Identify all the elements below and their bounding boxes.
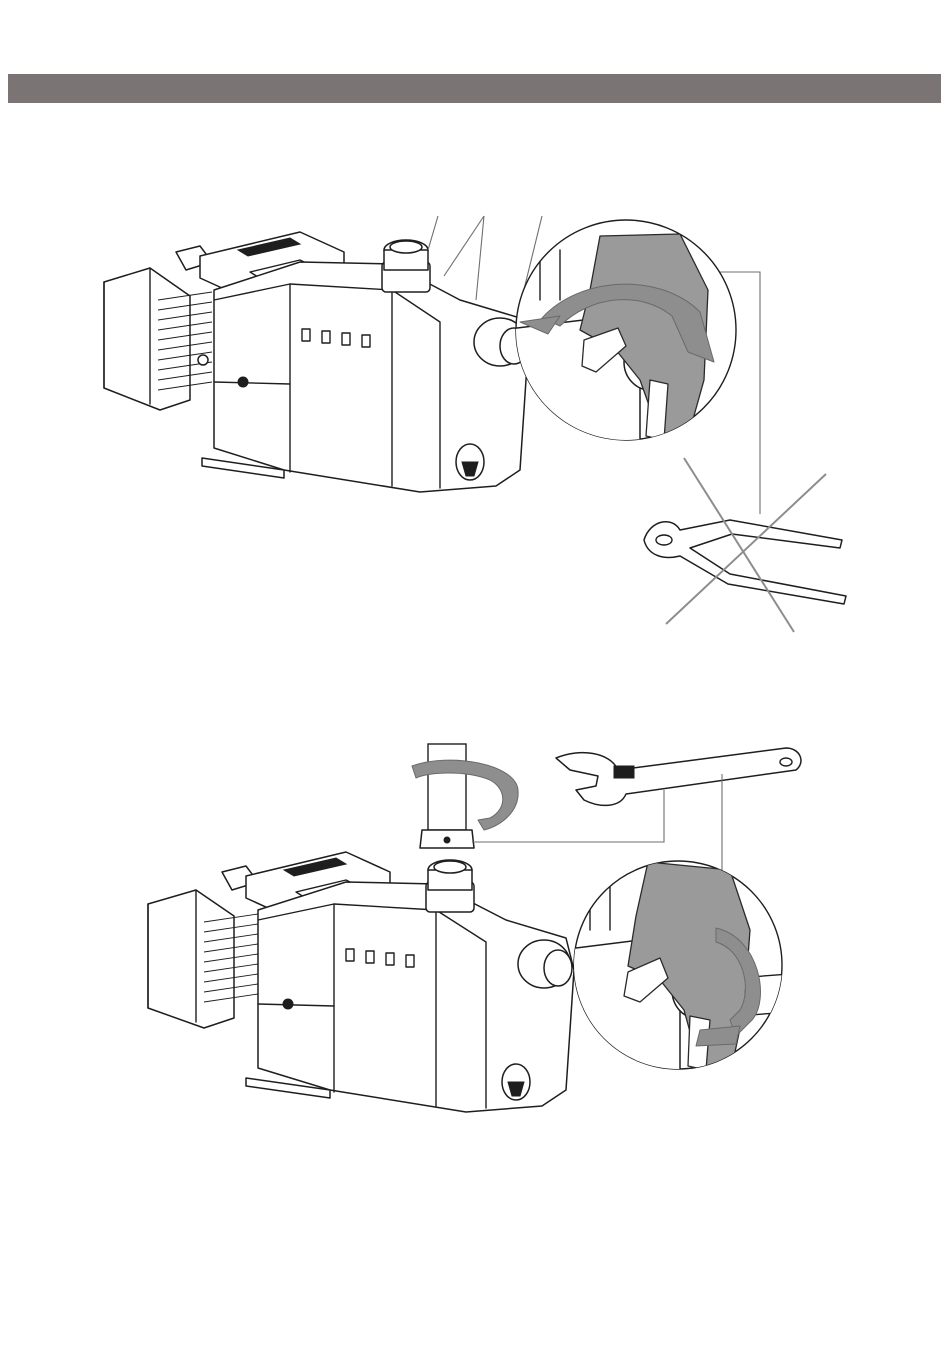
pipe-wrench-icon xyxy=(644,520,846,604)
pipe-with-union-nut xyxy=(420,744,474,848)
magnified-detail-bottom xyxy=(560,861,790,1080)
magnified-detail-top xyxy=(500,220,736,460)
pump-illustration-top xyxy=(104,232,528,492)
adjustable-spanner-icon xyxy=(556,748,801,805)
pump-illustration-bottom xyxy=(148,852,574,1112)
